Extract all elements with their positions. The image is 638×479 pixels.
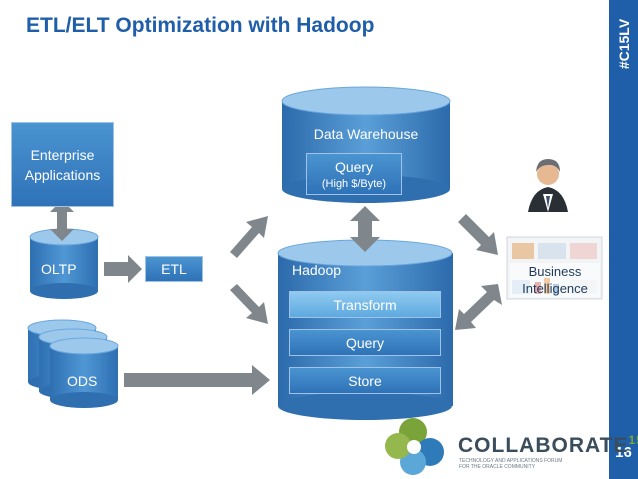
collaborate-name: COLLABORATE [458, 434, 629, 457]
page-number: 16 [615, 444, 632, 461]
arrow-oltp-etl [104, 255, 142, 283]
dw-query-box: Query (High $/Byte) [306, 153, 402, 195]
etl-box: ETL [145, 256, 203, 282]
bi-line2: Intelligence [522, 281, 588, 296]
dw-query-label: Query [334, 159, 374, 175]
tagline-line2: FOR THE ORACLE COMMUNITY [459, 464, 536, 470]
hadoop-store-box: Store [289, 367, 441, 394]
brand-sidebar [609, 0, 638, 479]
enterprise-apps-line1: Enterprise [30, 146, 95, 163]
ods-label: ODS [67, 373, 98, 389]
dw-query-note: (High $/Byte) [321, 178, 387, 190]
business-person-icon [528, 159, 568, 212]
arrow-etl-hadoop [230, 284, 268, 324]
data-warehouse-label: Data Warehouse [313, 126, 419, 142]
collaborate-year: 15 [628, 433, 638, 447]
business-intelligence-label: Business Intelligence [510, 263, 600, 297]
hadoop-label: Hadoop [292, 262, 342, 278]
page-title: ETL/ELT Optimization with Hadoop [26, 14, 375, 37]
tagline-line1: TECHNOLOGY AND APPLICATIONS FORUM [459, 458, 563, 464]
collaborate-tagline: TECHNOLOGY AND APPLICATIONS FORUM FOR TH… [459, 458, 599, 470]
bi-line1: Business [528, 264, 582, 279]
arrow-bi-hadoop [455, 284, 502, 330]
arrow-enterprise-oltp [50, 200, 74, 241]
oltp-label: OLTP [41, 261, 77, 277]
hadoop-query-box: Query [289, 329, 441, 356]
enterprise-applications-box: Enterprise Applications [11, 122, 114, 207]
arrow-dw-bi [458, 214, 498, 255]
collaborate-logo-text: COLLABORATE15 [458, 433, 638, 458]
collaborate-logo-mark [385, 418, 444, 475]
ods-cylinder-stack [27, 319, 119, 408]
enterprise-apps-line2: Applications [24, 166, 101, 183]
arrow-dw-hadoop [350, 206, 380, 252]
arrow-etl-dw [230, 216, 268, 258]
arrow-ods-hadoop [124, 365, 270, 395]
hadoop-transform-box: Transform [289, 291, 441, 318]
flow-arrows [50, 200, 502, 395]
